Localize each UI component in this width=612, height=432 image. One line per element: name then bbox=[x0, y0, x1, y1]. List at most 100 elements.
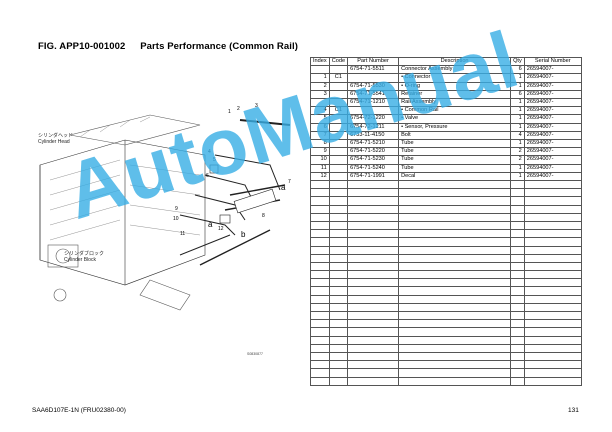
empty-cell bbox=[523, 335, 582, 345]
empty-cell bbox=[398, 327, 512, 337]
table-row-empty bbox=[310, 376, 582, 386]
empty-cell bbox=[310, 237, 330, 247]
row-qty: 1 bbox=[510, 106, 525, 116]
row-code: C1 bbox=[328, 73, 349, 83]
empty-cell bbox=[347, 343, 400, 353]
table-row-empty bbox=[310, 319, 582, 329]
table-row-empty bbox=[310, 212, 582, 222]
table-row-empty bbox=[310, 188, 582, 198]
row-qty: 1 bbox=[510, 81, 525, 91]
empty-cell bbox=[328, 229, 349, 239]
empty-cell bbox=[523, 270, 582, 280]
empty-cell bbox=[398, 368, 512, 378]
row-description: Tube bbox=[398, 163, 512, 173]
row-index: 6 bbox=[310, 122, 330, 132]
row-qty: 1 bbox=[510, 163, 525, 173]
row-description: Rail Assembly bbox=[398, 98, 512, 108]
callout-5: 5 bbox=[213, 157, 216, 163]
row-code bbox=[328, 114, 349, 124]
empty-cell bbox=[328, 351, 349, 362]
empty-cell bbox=[510, 196, 525, 206]
callout-8: 8 bbox=[262, 213, 265, 219]
empty-cell bbox=[310, 319, 330, 329]
table-row-empty bbox=[310, 204, 582, 214]
row-description: • Sensor, Pressure bbox=[398, 122, 512, 132]
row-code bbox=[328, 98, 349, 108]
empty-cell bbox=[328, 245, 349, 255]
empty-cell bbox=[523, 319, 582, 329]
empty-cell bbox=[347, 212, 400, 222]
table-row-empty bbox=[310, 220, 582, 231]
empty-cell bbox=[310, 196, 330, 206]
empty-cell bbox=[398, 229, 512, 239]
row-index: 9 bbox=[310, 147, 330, 157]
empty-cell bbox=[310, 188, 330, 198]
empty-cell bbox=[523, 261, 582, 272]
empty-cell bbox=[398, 343, 512, 353]
empty-cell bbox=[310, 351, 330, 362]
empty-cell bbox=[523, 286, 582, 296]
empty-cell bbox=[347, 188, 400, 198]
row-description: Tube bbox=[398, 147, 512, 157]
empty-cell bbox=[310, 327, 330, 337]
empty-cell bbox=[510, 253, 525, 263]
figure-title: Parts Performance (Common Rail) bbox=[140, 41, 298, 52]
empty-cell bbox=[347, 302, 400, 313]
empty-cell bbox=[510, 237, 525, 247]
callout-12: 12 bbox=[218, 226, 224, 232]
empty-cell bbox=[310, 270, 330, 280]
empty-cell bbox=[310, 286, 330, 296]
callout-10: 10 bbox=[173, 216, 179, 222]
empty-cell bbox=[523, 351, 582, 362]
empty-cell bbox=[347, 327, 400, 337]
empty-cell bbox=[347, 351, 400, 362]
empty-cell bbox=[523, 253, 582, 263]
empty-cell bbox=[328, 360, 349, 370]
row-qty: 2 bbox=[510, 155, 525, 165]
empty-cell bbox=[398, 204, 512, 214]
row-serial: 26594007- bbox=[523, 139, 582, 149]
row-serial: 26594007- bbox=[523, 163, 582, 173]
row-serial: 26594007- bbox=[523, 122, 582, 132]
empty-cell bbox=[328, 180, 349, 190]
empty-cell bbox=[310, 212, 330, 222]
row-part-number: 6754-71-5230 bbox=[347, 155, 400, 165]
callout-11: 11 bbox=[180, 231, 185, 237]
empty-cell bbox=[398, 319, 512, 329]
empty-cell bbox=[510, 311, 525, 321]
empty-cell bbox=[523, 376, 582, 386]
row-description: • O-ring bbox=[398, 81, 512, 91]
empty-cell bbox=[310, 335, 330, 345]
table-row-empty bbox=[310, 335, 582, 345]
empty-cell bbox=[398, 237, 512, 247]
page-number: 131 bbox=[568, 407, 579, 414]
row-serial: 26594007- bbox=[523, 114, 582, 124]
parts-table: Index Code Part Number Description Qty S… bbox=[310, 56, 582, 386]
table-row-empty bbox=[310, 360, 582, 370]
empty-cell bbox=[523, 278, 582, 288]
empty-cell bbox=[310, 343, 330, 353]
row-serial: 26594007- bbox=[523, 155, 582, 165]
empty-cell bbox=[510, 278, 525, 288]
col-serial: Serial Number bbox=[523, 56, 582, 67]
row-part-number: 6754-72-1211 bbox=[347, 122, 400, 132]
cylinder-block-en-label: Cylinder Block bbox=[64, 257, 96, 263]
empty-cell bbox=[328, 302, 349, 313]
empty-cell bbox=[510, 376, 525, 386]
callout-6: 6 bbox=[206, 173, 209, 179]
empty-cell bbox=[310, 294, 330, 304]
empty-cell bbox=[310, 302, 330, 313]
row-serial: 26594007- bbox=[523, 147, 582, 157]
row-serial: 26594007- bbox=[523, 130, 582, 141]
empty-cell bbox=[328, 196, 349, 206]
empty-cell bbox=[328, 368, 349, 378]
